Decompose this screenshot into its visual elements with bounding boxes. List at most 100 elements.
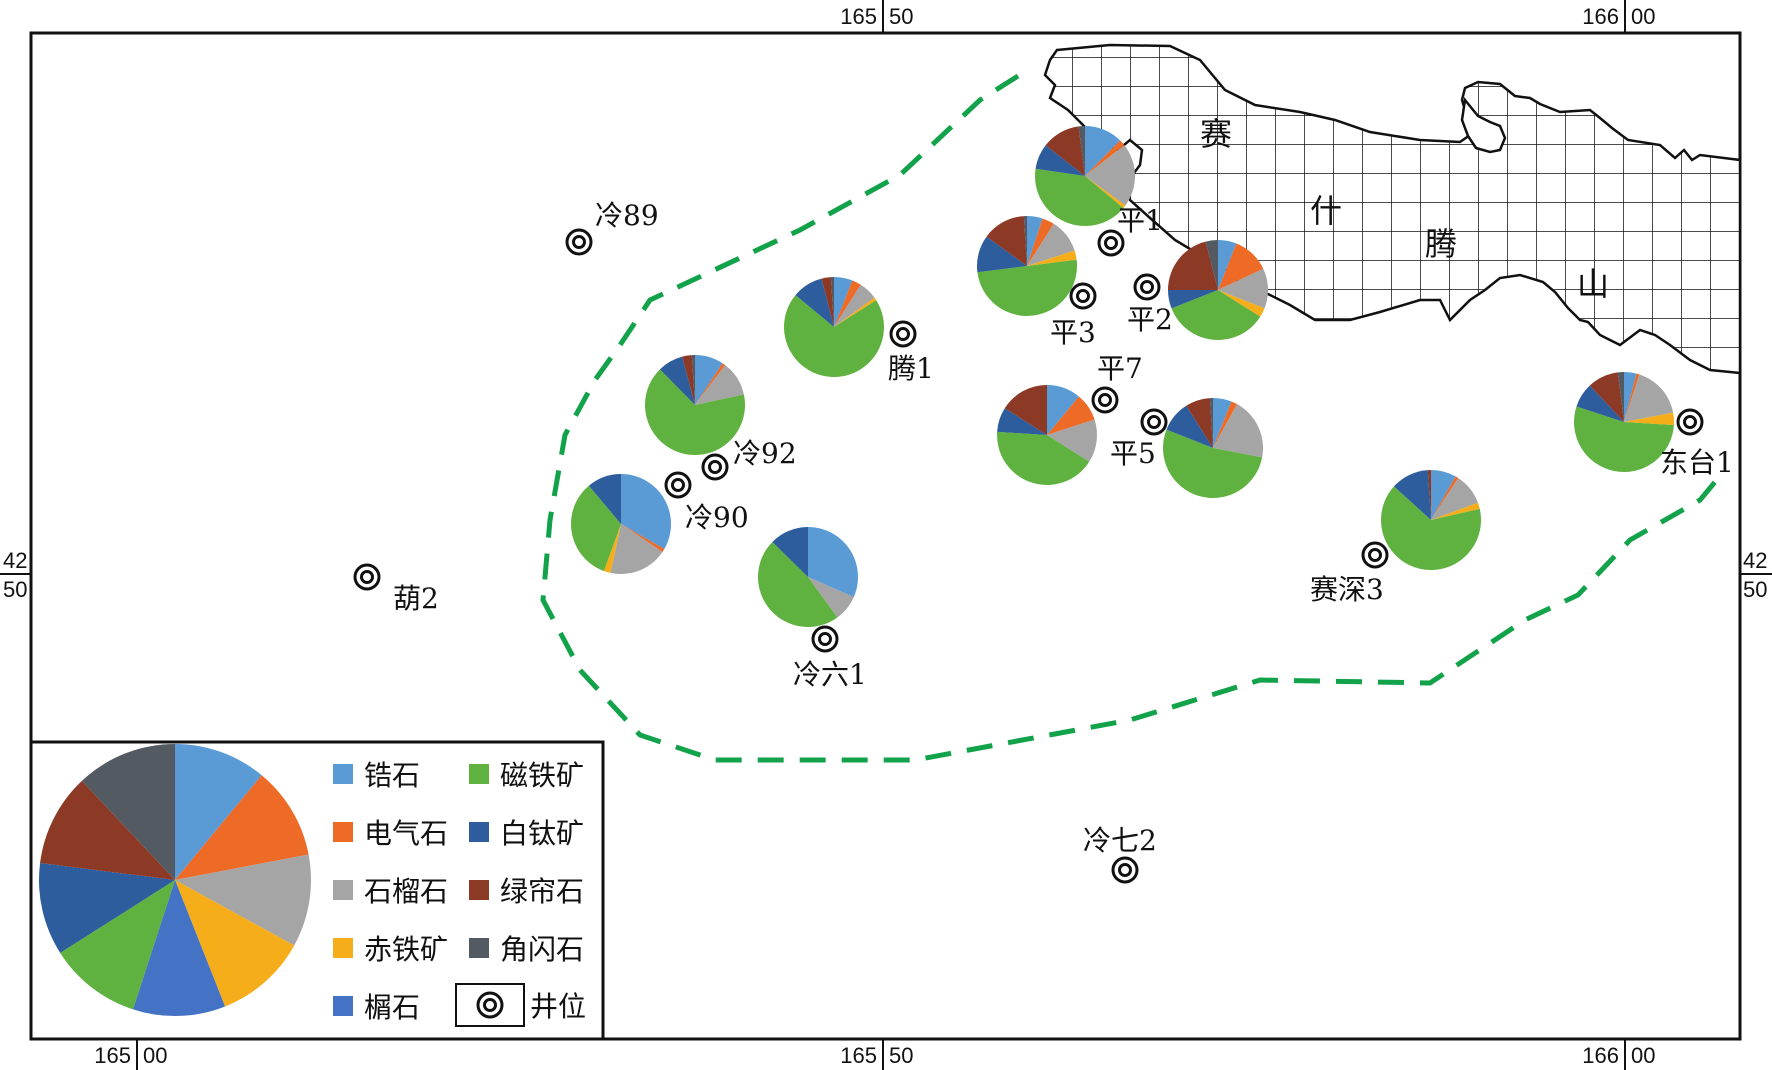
pie-ping5-slice-tourmaline xyxy=(1213,401,1238,448)
pie-teng1-slice-leucoxene xyxy=(795,278,834,327)
well-label-teng1: 腾1 xyxy=(888,352,934,385)
pie-ping5-slice-zircon xyxy=(1213,398,1232,448)
pie-teng1-slice-garnet xyxy=(834,284,875,327)
top-coord-min-1: 50 xyxy=(889,4,913,29)
pie-leng92-slice-epidote xyxy=(682,355,695,405)
pie-dongtai1-slice-hematite xyxy=(1624,412,1674,426)
legend-label-sphene: 榍石 xyxy=(364,991,420,1024)
legend-swatch-zircon xyxy=(333,764,353,784)
legend-item-well: 井位 xyxy=(455,983,586,1027)
legend-item-epidote: 绿帘石 xyxy=(469,875,584,908)
well-label-ping2: 平2 xyxy=(1127,303,1173,336)
pie-ping1-slice-epidote xyxy=(1045,126,1085,176)
pie-ping2-slice-epidote xyxy=(1168,241,1218,290)
pie-ping1-slice-tourmaline xyxy=(1085,140,1125,176)
pie-ping7 xyxy=(997,385,1098,486)
pie-saishen3-slice-tourmaline xyxy=(1431,476,1459,520)
well-marker-ping3[interactable] xyxy=(1069,282,1097,310)
pie-dongtai1-slice-hornblende xyxy=(1617,372,1624,422)
pie-ping1-slice-garnet xyxy=(1085,145,1135,206)
well-marker-ping5[interactable] xyxy=(1140,408,1168,436)
pie-ping5-slice-hornblende xyxy=(1209,398,1213,448)
left-coord-deg: 42 xyxy=(3,548,27,573)
pie-leng90-slice-zircon xyxy=(621,474,671,549)
pie-ping1-slice-hornblende xyxy=(1078,126,1085,176)
well-marker-ping7[interactable] xyxy=(1091,386,1119,414)
pie-lengliu1 xyxy=(757,527,858,628)
well-marker-leng89[interactable] xyxy=(565,228,593,256)
well-marker-ping1[interactable] xyxy=(1097,229,1125,257)
well-label-leng92: 冷92 xyxy=(733,437,797,470)
left-coord-min: 50 xyxy=(3,577,27,602)
well-marker-lengliu1[interactable] xyxy=(811,625,839,653)
well-label-leng90: 冷90 xyxy=(685,501,749,534)
pie-ping7-slice-garnet xyxy=(1047,419,1098,462)
legend-label-hornblende: 角闪石 xyxy=(500,933,584,966)
pie-ping1-slice-hematite xyxy=(1085,176,1126,209)
legend-pie-slice-tourmaline xyxy=(175,775,309,880)
pie-saishen3 xyxy=(1381,470,1481,570)
pie-ping3-slice-leucoxene xyxy=(977,236,1027,273)
pie-leng92-slice-garnet xyxy=(695,365,744,405)
well-marker-leng90[interactable] xyxy=(664,471,692,499)
pie-ping3-slice-garnet xyxy=(1027,223,1075,266)
pie-ping2-slice-hornblende xyxy=(1205,240,1218,290)
legend-pie-slice-hornblende xyxy=(81,744,175,880)
mountain-char-2: 什 xyxy=(1310,192,1342,230)
legend-item-hematite: 赤铁矿 xyxy=(333,933,448,966)
pie-leng90-slice-tourmaline xyxy=(621,524,665,552)
well-marker-teng1[interactable] xyxy=(889,320,917,348)
bottom-coord-min-3: 00 xyxy=(1631,1043,1655,1068)
pie-saishen3-slice-leucoxene xyxy=(1393,470,1431,520)
legend-item-leucoxene: 白钛矿 xyxy=(469,817,584,850)
pie-ping3-slice-tourmaline xyxy=(1027,218,1054,266)
well-labels: 冷89 葫2 冷92 冷90 冷六1 腾1 平1 平3 平2 平7 平5 赛深3… xyxy=(393,199,1734,857)
well-label-ping1: 平1 xyxy=(1117,204,1163,237)
pie-leng92 xyxy=(644,355,745,455)
well-marker-ping2[interactable] xyxy=(1133,273,1161,301)
pie-ping5-slice-garnet xyxy=(1213,404,1263,458)
pie-ping7-slice-leucoxene xyxy=(997,408,1047,435)
pie-leng92-slice-magnetite xyxy=(644,369,745,455)
pie-dongtai1-slice-epidote xyxy=(1589,372,1624,422)
pie-dongtai1-slice-magnetite xyxy=(1574,406,1674,472)
well-label-hu2: 葫2 xyxy=(393,582,439,615)
pie-dongtai1 xyxy=(1574,372,1674,472)
legend-item-tourmaline: 电气石 xyxy=(333,817,448,850)
pie-ping7-slice-epidote xyxy=(1004,385,1047,435)
pie-dongtai1-slice-tourmaline xyxy=(1624,373,1640,422)
pie-ping3 xyxy=(977,216,1077,316)
legend-pie-slice-epidote xyxy=(40,780,175,880)
mountain-char-4: 山 xyxy=(1577,265,1609,303)
pie-saishen3-slice-magnetite xyxy=(1381,486,1481,570)
well-marker-saishen3[interactable] xyxy=(1361,541,1389,569)
pie-leng90-slice-leucoxene xyxy=(588,474,621,524)
pie-teng1 xyxy=(783,277,885,378)
pie-teng1-slice-zircon xyxy=(834,277,853,327)
well-label-lengliu1: 冷六1 xyxy=(793,658,867,691)
pie-leng90-slice-magnetite xyxy=(571,485,621,571)
legend-label-leucoxene: 白钛矿 xyxy=(500,817,584,850)
well-marker-leng92[interactable] xyxy=(701,453,729,481)
pie-leng92-slice-zircon xyxy=(695,355,723,405)
pie-lengliu1-slice-zircon xyxy=(808,527,858,598)
pie-ping2-slice-magnetite xyxy=(1171,290,1261,341)
legend: 锆石 电气石 石榴石 赤铁矿 榍石 磁铁矿 白钛矿 绿帘石 xyxy=(29,740,605,1041)
bottom-coord-deg-1: 165 xyxy=(94,1043,131,1068)
legend-item-zircon: 锆石 xyxy=(333,759,420,792)
pie-teng1-slice-hematite xyxy=(834,297,877,327)
legend-pie-slice-zircon xyxy=(175,744,262,880)
pie-ping1-slice-magnetite xyxy=(1035,168,1124,226)
legend-swatch-leucoxene xyxy=(469,822,489,842)
legend-pie-slice-garnet xyxy=(175,854,311,946)
pie-ping7-slice-tourmaline xyxy=(1047,396,1095,435)
pie-ping3-slice-hornblende xyxy=(1023,216,1027,266)
pie-ping2-slice-hematite xyxy=(1218,290,1265,317)
bottom-coord-deg-3: 166 xyxy=(1582,1043,1619,1068)
pie-leng92-slice-tourmaline xyxy=(695,363,726,405)
well-marker-lengqi2[interactable] xyxy=(1111,856,1139,884)
mountain-label: 赛 什 腾 山 xyxy=(1200,115,1609,303)
well-marker-hu2[interactable] xyxy=(353,563,381,591)
legend-label-garnet: 石榴石 xyxy=(364,875,448,908)
well-marker-dongtai1[interactable] xyxy=(1676,408,1704,436)
